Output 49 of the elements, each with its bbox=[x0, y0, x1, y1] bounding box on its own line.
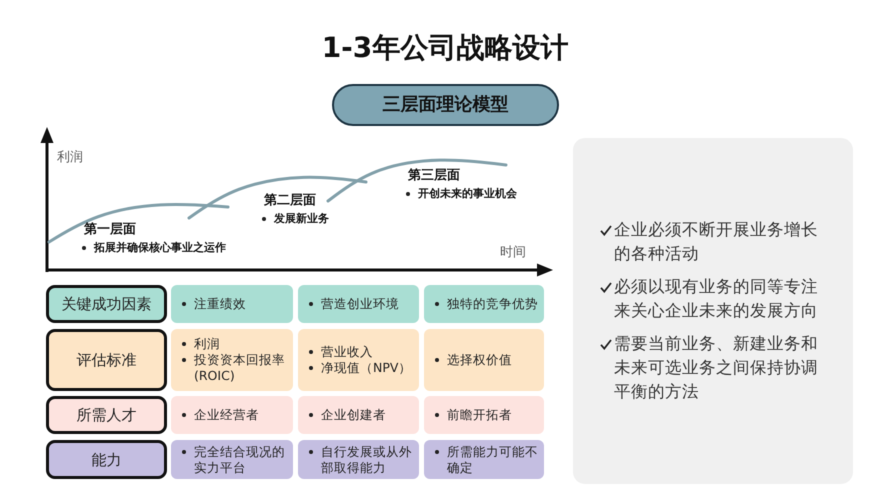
model-title-pill bbox=[332, 84, 559, 126]
layer-description: 发展新业务 bbox=[274, 212, 329, 226]
bullet-text: 营造创业环境 bbox=[321, 296, 400, 312]
bullet-text: 前瞻开拓者 bbox=[447, 407, 513, 423]
bullet-text: 企业创建者 bbox=[321, 407, 387, 423]
table-cell bbox=[171, 329, 293, 391]
statement-text: 企业必须不断开展业务增长的各种活动 bbox=[614, 219, 819, 265]
row-header-box bbox=[46, 285, 167, 323]
diagram-title: 1-3年公司战略设计 bbox=[322, 30, 568, 66]
axis-label: 利润 bbox=[57, 150, 83, 166]
bullet-text: 选择权价值 bbox=[447, 352, 513, 368]
bullet-text: 注重绩效 bbox=[194, 296, 247, 312]
table-cell bbox=[424, 329, 544, 391]
table-cell bbox=[171, 285, 293, 323]
row-header-text: 所需人才 bbox=[76, 406, 136, 424]
layer-heading: 第一层面 bbox=[84, 222, 136, 238]
statement-text: 需要当前业务、新建业务和未来可选业务之间保持协调平衡的方法 bbox=[614, 333, 819, 403]
layer-description: 开创未来的事业机会 bbox=[418, 187, 517, 201]
row-header-box bbox=[46, 396, 167, 434]
axis-label: 时间 bbox=[500, 245, 526, 261]
row-header-text: 评估标准 bbox=[76, 351, 136, 369]
bullet-text: 完全结合现况的实力平台 bbox=[194, 444, 286, 476]
table-cell bbox=[424, 285, 544, 323]
table-cell bbox=[424, 396, 544, 434]
bullet-text: 企业经营者 bbox=[194, 407, 260, 423]
bullet-text: 投资资本回报率 (ROIC) bbox=[194, 352, 286, 384]
table-cell bbox=[171, 396, 293, 434]
layer-heading: 第二层面 bbox=[264, 193, 316, 209]
bullet-text: 所需能力可能不确定 bbox=[447, 444, 539, 476]
notes-panel bbox=[573, 138, 853, 484]
bullet-text: 营业收入 bbox=[321, 344, 374, 360]
layer-heading: 第三层面 bbox=[408, 168, 460, 184]
table-cell bbox=[298, 440, 419, 479]
row-header-text: 能力 bbox=[92, 450, 122, 468]
bullet-text: 利润 bbox=[194, 336, 221, 352]
row-header-box bbox=[46, 329, 167, 391]
row-header-text: 关键成功因素 bbox=[62, 295, 152, 313]
bullet-text: 独特的竞争优势 bbox=[447, 296, 539, 312]
table-cell bbox=[424, 440, 544, 479]
table-cell bbox=[298, 396, 419, 434]
table-cell bbox=[298, 285, 419, 323]
subtitle-text: 三层面理论模型 bbox=[382, 94, 508, 116]
row-header-box bbox=[46, 440, 167, 479]
table-cell bbox=[171, 440, 293, 479]
bullet-text: 净现值（NPV） bbox=[321, 360, 412, 376]
statement-text: 必须以现有业务的同等专注来关心企业未来的发展方向 bbox=[614, 276, 819, 322]
bullet-text: 自行发展或从外部取得能力 bbox=[321, 444, 413, 476]
layer-description: 拓展并确保核心事业之运作 bbox=[94, 241, 226, 255]
table-cell bbox=[298, 329, 419, 391]
